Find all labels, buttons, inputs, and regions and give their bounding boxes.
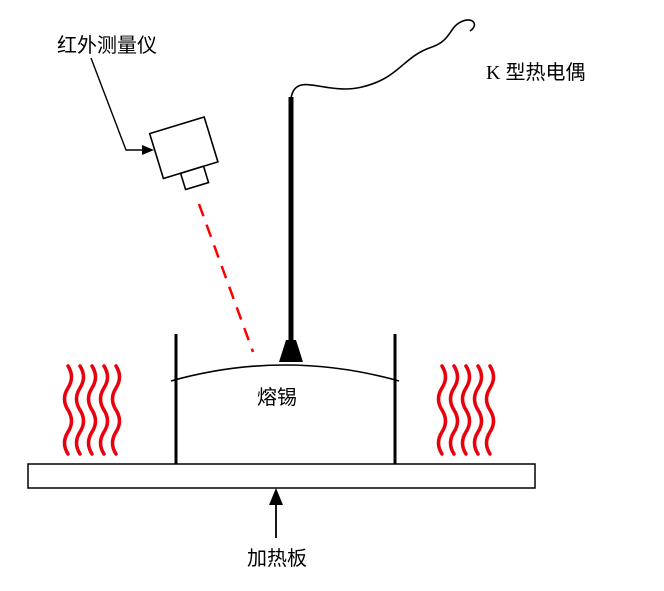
heat-wave <box>484 364 496 456</box>
infrared-device-lens <box>179 165 210 191</box>
heat-wave <box>436 364 448 456</box>
heat-wave <box>110 364 122 456</box>
heat-wave <box>86 364 98 456</box>
molten-tin-label: 熔锡 <box>257 386 297 409</box>
infrared-label-arrowhead <box>142 145 154 155</box>
plate-label-arrowhead <box>269 488 283 505</box>
heat-wave <box>62 364 74 456</box>
heating-plate <box>27 463 536 489</box>
infrared-label-leader <box>90 57 144 151</box>
infrared-device <box>148 115 219 191</box>
infrared-beam <box>197 203 255 353</box>
heat-wave <box>74 364 86 456</box>
infrared-label: 红外测量仪 <box>57 34 157 57</box>
molten-tin-surface <box>170 364 400 382</box>
thermocouple-tip <box>279 340 303 362</box>
heating-plate-label: 加热板 <box>247 547 307 570</box>
infrared-device-body <box>148 115 219 180</box>
heat-waves-left <box>62 364 122 456</box>
heat-wave <box>448 364 460 456</box>
thermocouple-wire <box>290 19 476 99</box>
thermocouple-label: K 型热电偶 <box>486 61 585 84</box>
heat-waves-right <box>436 364 496 456</box>
heat-wave <box>460 364 472 456</box>
heat-wave <box>98 364 110 456</box>
heat-wave <box>472 364 484 456</box>
